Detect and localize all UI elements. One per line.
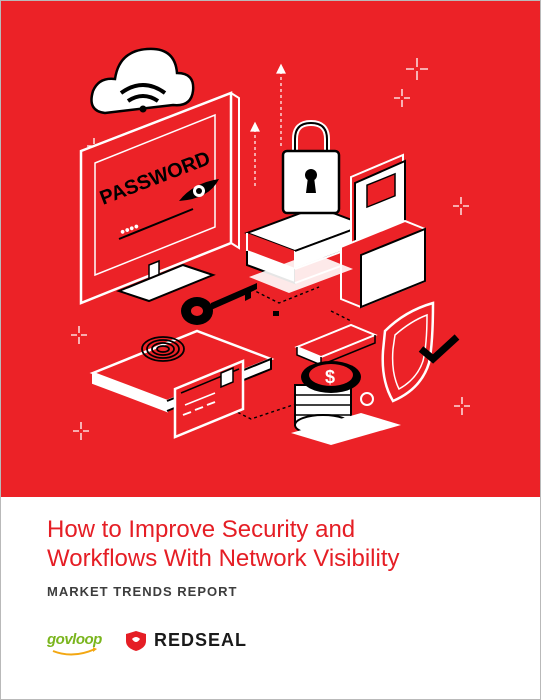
redseal-wordmark: REDSEAL	[154, 630, 248, 650]
shield-check-icon	[360, 301, 460, 406]
platform-shadow	[249, 253, 401, 445]
eye-icon	[179, 179, 219, 201]
credit-card-icon	[173, 359, 245, 439]
key-icon	[181, 283, 257, 325]
report-title-line-2: Workflows With Network Visibility	[47, 545, 400, 572]
monitor-icon: PASSWORD ••••	[79, 91, 240, 305]
tray-icon	[294, 323, 378, 367]
govloop-swoosh-icon	[52, 647, 97, 656]
network-node-icon	[273, 311, 279, 316]
cloud-wifi-icon	[90, 47, 195, 115]
govloop-wordmark: govloop	[47, 631, 102, 648]
govloop-logo: govloop	[47, 629, 103, 657]
folder-icon	[340, 153, 426, 309]
dollar-icon: $	[325, 367, 335, 387]
password-dots: ••••	[117, 218, 141, 240]
report-title: How to Improve Security and Workflows Wi…	[47, 515, 400, 573]
redseal-shield-icon	[126, 631, 146, 651]
arrow-icon	[250, 63, 286, 189]
report-title-line-1: How to Improve Security and	[47, 516, 356, 543]
security-illustration: PASSWORD ••••	[71, 47, 470, 445]
report-subtitle: MARKET TRENDS REPORT	[47, 584, 238, 599]
cover-illustration: PASSWORD ••••	[1, 1, 540, 497]
padlock-icon	[281, 119, 341, 215]
fingerprint-icon	[141, 336, 185, 362]
